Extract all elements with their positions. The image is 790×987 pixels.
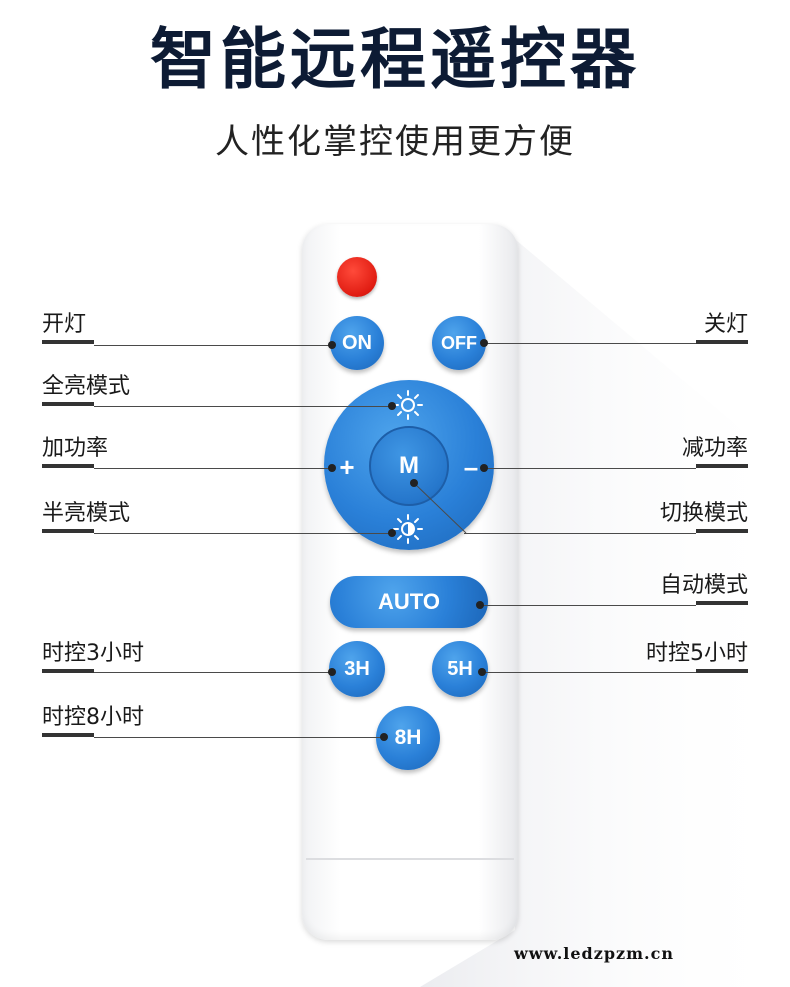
label-switch-underline	[696, 529, 748, 533]
remote-seam	[306, 858, 514, 860]
callout-dot-8h	[380, 733, 388, 741]
sun-icon[interactable]	[392, 389, 424, 421]
timer-3h-button[interactable]: 3H	[329, 641, 385, 697]
on-button-label: ON	[342, 331, 372, 354]
label-full-bright: 全亮模式	[42, 374, 131, 399]
on-button[interactable]: ON	[330, 316, 384, 370]
callout-line-off	[484, 343, 696, 344]
auto-button[interactable]: AUTO	[330, 576, 488, 628]
callout-dot-minus	[480, 464, 488, 472]
off-button[interactable]: OFF	[432, 316, 486, 370]
callout-dot-3h	[328, 668, 336, 676]
label-full-underline	[42, 402, 94, 406]
timer-3h-label: 3H	[344, 657, 370, 680]
label-8h-underline	[42, 733, 94, 737]
plus-label: +	[339, 451, 355, 482]
timer-5h-label: 5H	[447, 657, 473, 680]
power-button[interactable]	[337, 257, 377, 297]
timer-8h-label: 8H	[394, 726, 422, 749]
label-power-down: 减功率	[681, 436, 748, 461]
label-off-underline	[696, 340, 748, 344]
label-auto-underline	[696, 601, 748, 605]
callout-dot-on	[328, 341, 336, 349]
off-button-label: OFF	[441, 332, 477, 353]
label-timer-3h: 时控3小时	[42, 641, 144, 666]
label-switch-mode: 切换模式	[659, 501, 748, 526]
label-timer-8h: 时控8小时	[42, 705, 144, 730]
label-off: 关灯	[703, 312, 748, 337]
callout-line-plus	[94, 468, 332, 469]
label-half-underline	[42, 529, 94, 533]
label-half-bright: 半亮模式	[42, 501, 131, 526]
callout-dot-full	[388, 402, 396, 410]
auto-button-label: AUTO	[378, 589, 440, 614]
label-5h-underline	[696, 669, 748, 673]
label-on: 开灯	[42, 312, 87, 337]
label-timer-5h: 时控5小时	[646, 641, 748, 666]
callout-line-full	[94, 406, 392, 407]
callout-line-switch	[464, 533, 696, 534]
callout-dot-half	[388, 529, 396, 537]
label-on-underline	[42, 340, 94, 344]
callout-dot-auto	[476, 601, 484, 609]
callout-line-auto	[480, 605, 696, 606]
callout-line-5h	[482, 672, 696, 673]
callout-line-3h	[94, 672, 332, 673]
half-sun-icon[interactable]	[392, 513, 424, 545]
page-title: 智能远程遥控器	[150, 21, 640, 98]
label-3h-underline	[42, 669, 94, 673]
label-minus-underline	[696, 464, 748, 468]
callout-line-8h	[94, 737, 384, 738]
callout-dot-5h	[478, 668, 486, 676]
label-auto-mode: 自动模式	[659, 573, 748, 598]
label-power-up: 加功率	[42, 436, 109, 461]
minus-label: –	[463, 451, 479, 482]
callout-dot-plus	[328, 464, 336, 472]
callout-line-minus	[484, 468, 696, 469]
website-url: www.ledzpzm.cn	[514, 944, 674, 963]
plus-button[interactable]: +	[332, 452, 362, 482]
callout-line-on	[94, 345, 332, 346]
mode-switch-button[interactable]: M	[369, 426, 449, 506]
callout-line-half	[94, 533, 392, 534]
label-plus-underline	[42, 464, 94, 468]
mode-switch-label: M	[399, 452, 419, 479]
callout-dot-off	[480, 339, 488, 347]
minus-button[interactable]: –	[456, 452, 486, 482]
page-subtitle: 人性化掌控使用更方便	[215, 122, 575, 162]
